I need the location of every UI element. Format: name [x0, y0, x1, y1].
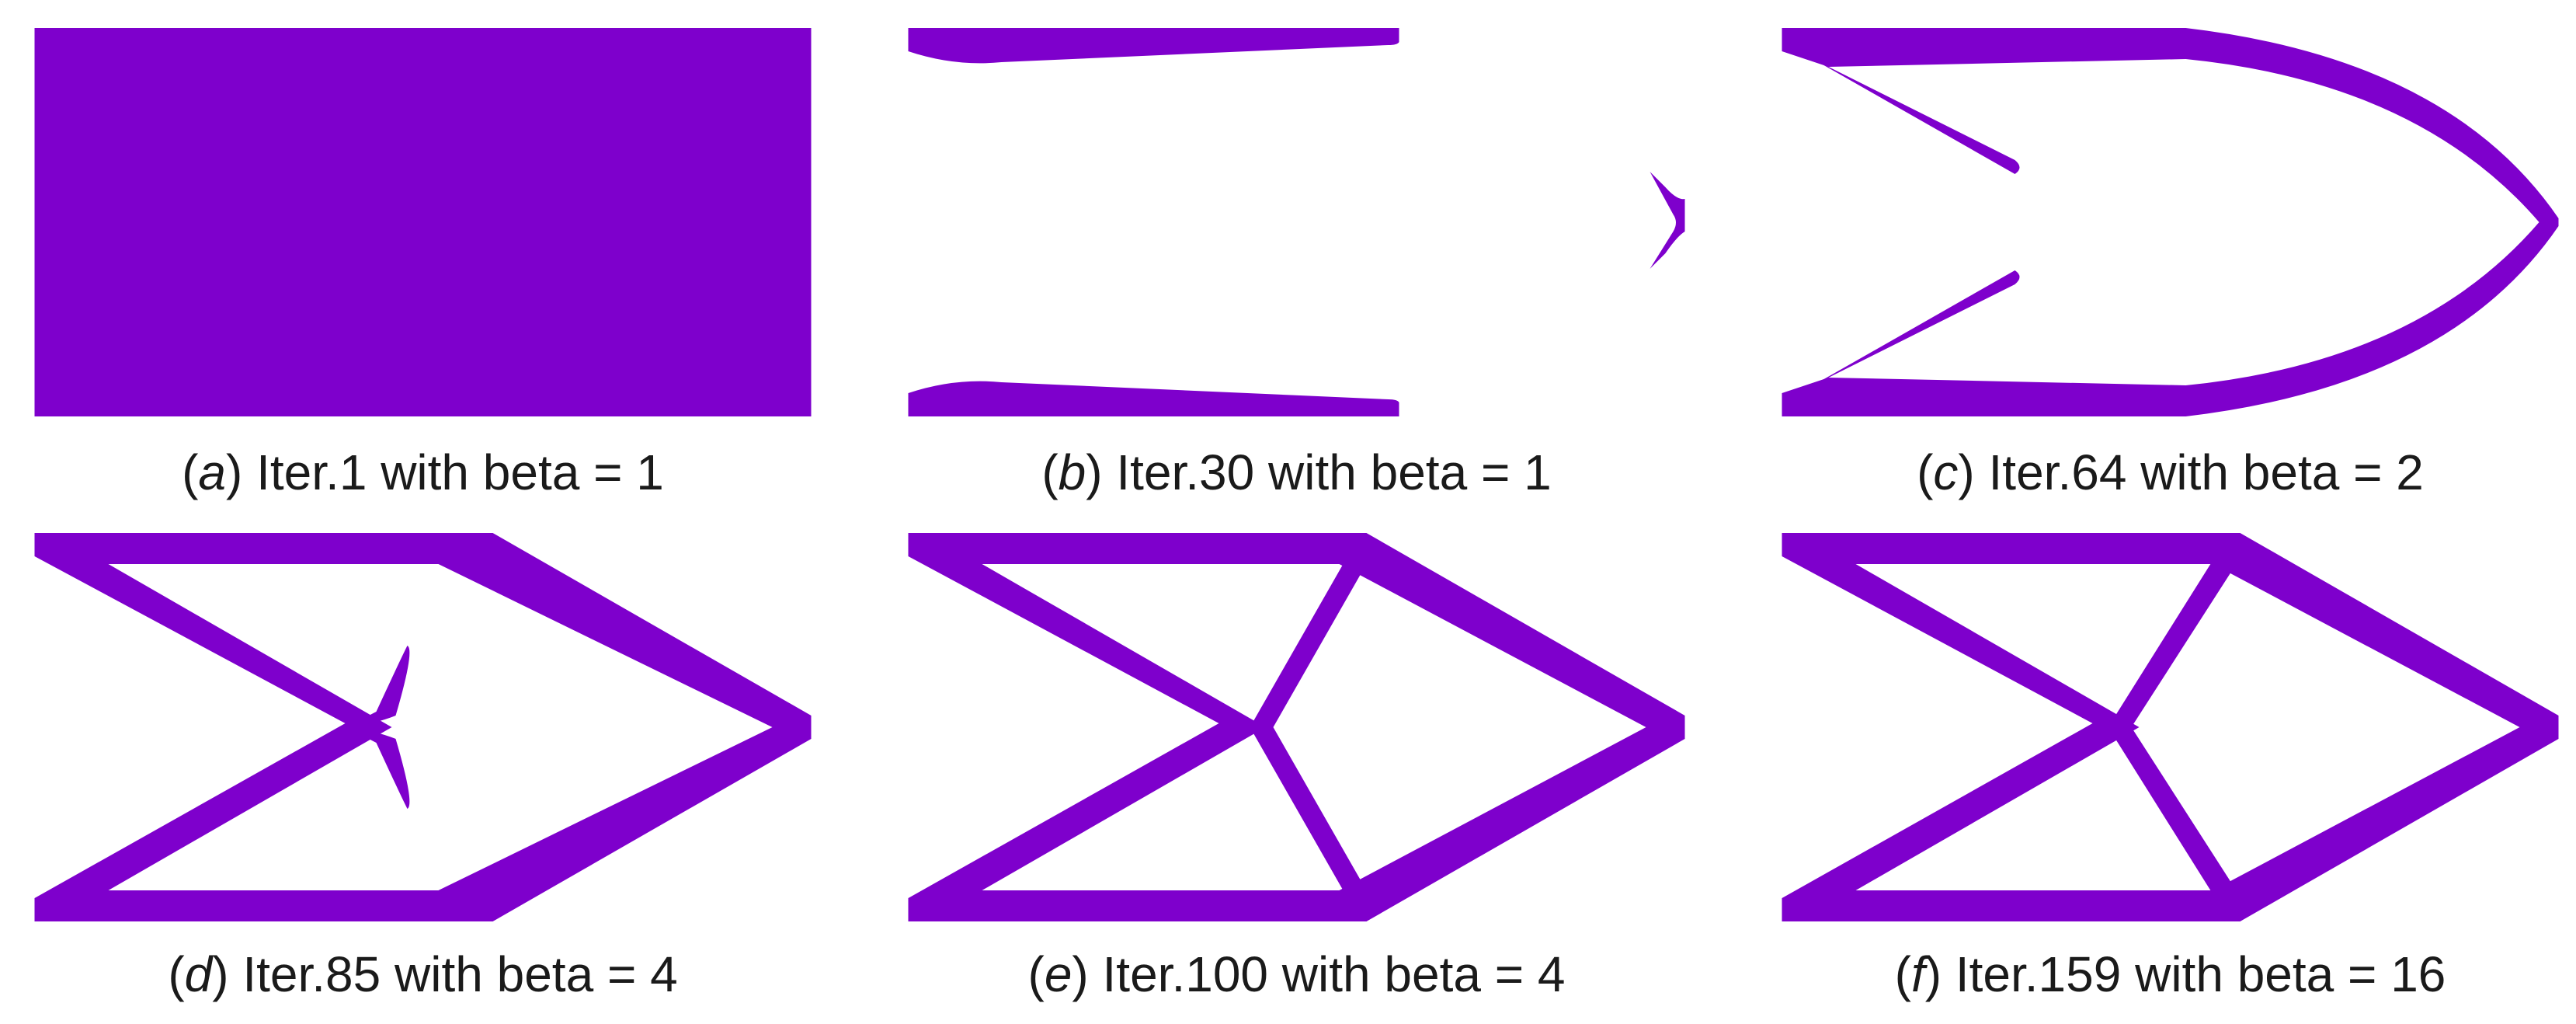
panel-b-caption-text: Iter.30 with beta = 1 — [1116, 444, 1552, 500]
solid-design-domain — [34, 28, 812, 416]
panel-d-caption: (d) Iter.85 with beta = 4 — [168, 946, 678, 1002]
panel-a-letter: a — [198, 444, 227, 500]
panel-d-shape — [34, 533, 812, 921]
panel-d-letter: d — [184, 946, 213, 1002]
panel-c-shape — [1782, 28, 2559, 416]
panel-c-caption-text: Iter.64 with beta = 2 — [1988, 444, 2424, 500]
panel-c-caption: (c) Iter.64 with beta = 2 — [1917, 444, 2424, 500]
panel-a-shape — [34, 28, 812, 416]
inner-x-brace — [1250, 564, 1367, 890]
panel-a-caption: (a) Iter.1 with beta = 1 — [182, 444, 664, 500]
panel-f-caption-text: Iter.159 with beta = 16 — [1955, 946, 2446, 1002]
panel-b-shape — [908, 28, 1685, 416]
outer-frame — [908, 533, 1685, 921]
panel-c-letter: c — [1933, 444, 1959, 500]
panel-b-letter: b — [1058, 444, 1086, 500]
top-strip — [908, 28, 1399, 64]
panel-b-caption: (b) Iter.30 with beta = 1 — [1041, 444, 1552, 500]
panel-a-caption-text: Iter.1 with beta = 1 — [256, 444, 664, 500]
upper-arm — [1813, 59, 2020, 174]
panel-e-letter: e — [1044, 946, 1072, 1002]
panel-d-caption-text: Iter.85 with beta = 4 — [242, 946, 678, 1002]
center-x-node — [349, 646, 410, 809]
panel-f-shape — [1782, 533, 2559, 921]
right-tip — [1650, 172, 1685, 269]
bottom-strip — [908, 381, 1399, 416]
panel-e-caption: (e) Iter.100 with beta = 4 — [1027, 946, 1566, 1002]
panel-e-caption-text: Iter.100 with beta = 4 — [1102, 946, 1566, 1002]
outer-frame — [1782, 533, 2559, 921]
panel-f-caption: (f) Iter.159 with beta = 16 — [1894, 946, 2446, 1002]
inner-x-brace — [2108, 560, 2237, 894]
panel-f-letter: f — [1910, 946, 1925, 1002]
lower-arm — [1813, 270, 2020, 385]
outer-frame — [1782, 28, 2559, 416]
panel-e-shape — [908, 533, 1685, 921]
outer-frame — [34, 533, 812, 921]
